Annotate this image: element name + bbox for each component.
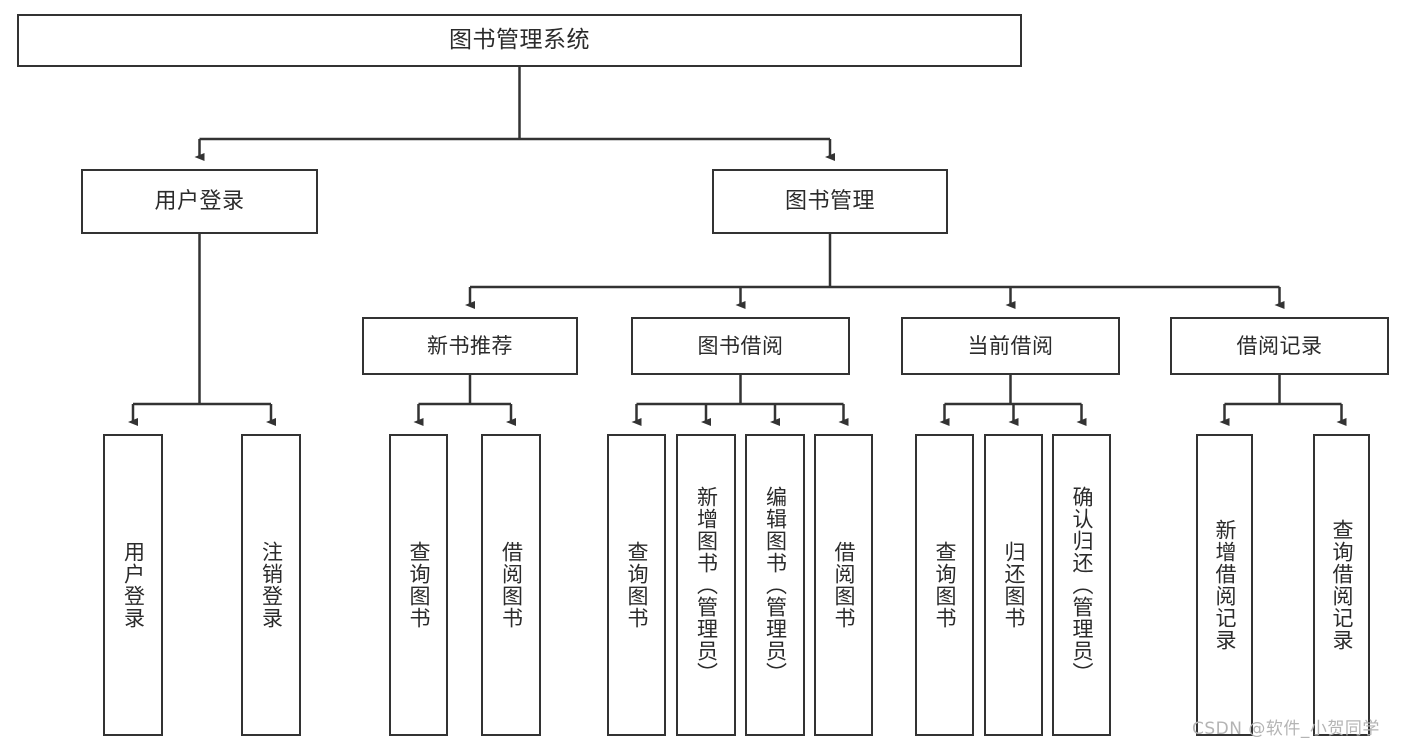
node-leaf-query-book-2[interactable]: 查询图书 xyxy=(607,434,666,736)
node-label: 图书借阅 xyxy=(697,333,784,358)
node-label: 查询图书 xyxy=(625,541,649,629)
watermark: CSDN @软件_小贺同学 xyxy=(1192,719,1380,739)
node-leaf-logout[interactable]: 注销登录 xyxy=(241,434,301,736)
node-leaf-query-book-3[interactable]: 查询图书 xyxy=(915,434,974,736)
node-leaf-add-book[interactable]: 新增图书（管理员） xyxy=(676,434,736,736)
node-label: 借阅记录 xyxy=(1236,333,1323,358)
node-leaf-user-login[interactable]: 用户登录 xyxy=(103,434,163,736)
node-label: 图书管理系统 xyxy=(449,26,590,53)
node-label: 查询图书 xyxy=(933,541,957,629)
node-leaf-borrow-book-2[interactable]: 借阅图书 xyxy=(814,434,873,736)
node-label: 用户登录 xyxy=(121,541,146,629)
node-book-manage[interactable]: 图书管理 xyxy=(712,169,948,234)
node-current-borrow[interactable]: 当前借阅 xyxy=(901,317,1120,375)
node-label: 借阅图书 xyxy=(832,541,856,629)
node-label: 借阅图书 xyxy=(499,541,524,629)
node-user-login[interactable]: 用户登录 xyxy=(81,169,318,234)
node-label: 确认归还（管理员） xyxy=(1070,486,1094,684)
node-label: 查询借阅记录 xyxy=(1330,519,1354,651)
node-leaf-confirm-return[interactable]: 确认归还（管理员） xyxy=(1052,434,1111,736)
node-label: 归还图书 xyxy=(1002,541,1026,629)
node-leaf-query-record[interactable]: 查询借阅记录 xyxy=(1313,434,1370,736)
node-label: 新书推荐 xyxy=(427,333,513,358)
node-root[interactable]: 图书管理系统 xyxy=(17,14,1022,67)
node-leaf-return-book[interactable]: 归还图书 xyxy=(984,434,1043,736)
node-label: 图书管理 xyxy=(784,188,875,214)
node-label: 注销登录 xyxy=(259,541,284,629)
node-label: 当前借阅 xyxy=(967,333,1054,358)
node-leaf-edit-book[interactable]: 编辑图书（管理员） xyxy=(745,434,805,736)
node-new-book-rec[interactable]: 新书推荐 xyxy=(362,317,578,375)
node-label: 新增借阅记录 xyxy=(1213,519,1237,651)
node-leaf-query-book-1[interactable]: 查询图书 xyxy=(389,434,448,736)
node-leaf-add-record[interactable]: 新增借阅记录 xyxy=(1196,434,1253,736)
node-borrow-record[interactable]: 借阅记录 xyxy=(1170,317,1389,375)
node-label: 用户登录 xyxy=(154,188,245,214)
node-label: 编辑图书（管理员） xyxy=(763,486,788,684)
node-label: 新增图书（管理员） xyxy=(694,486,719,684)
node-label: 查询图书 xyxy=(407,541,431,629)
node-leaf-borrow-book-1[interactable]: 借阅图书 xyxy=(481,434,541,736)
node-book-borrow[interactable]: 图书借阅 xyxy=(631,317,850,375)
